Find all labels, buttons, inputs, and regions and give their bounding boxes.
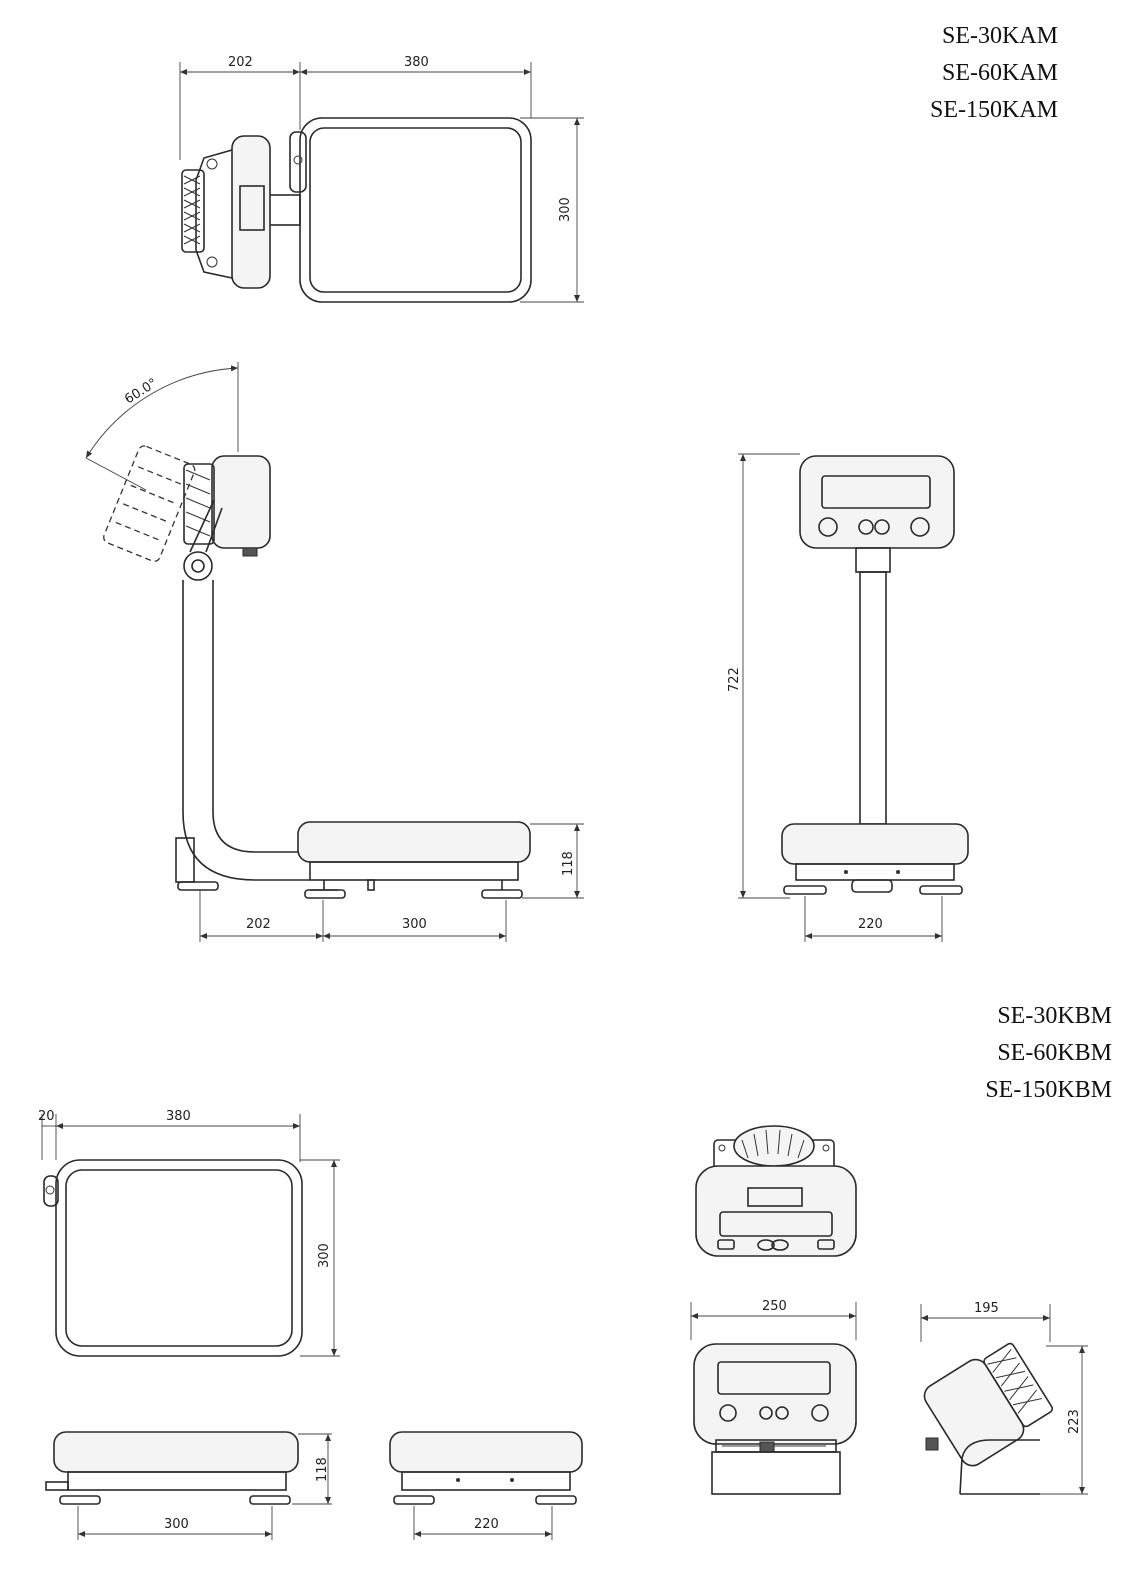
kbm-indicator-front-view: 250 <box>690 1299 857 1495</box>
dim-kam-side-offset: 202 <box>246 917 271 932</box>
model-label-se-60kam: SE-60KAM <box>941 60 1058 86</box>
model-label-se-150kam: SE-150KAM <box>929 97 1058 123</box>
kbm-side-view: 118 300 <box>45 1431 332 1540</box>
dim-kam-tilt-angle: 60.0° <box>122 376 160 408</box>
dim-kbm-side-height: 118 <box>315 1457 330 1482</box>
kbm-indicator-top-view <box>695 1125 857 1257</box>
kam-front-view: 722 220 <box>727 453 969 942</box>
model-label-se-60kbm: SE-60KBM <box>997 1040 1112 1066</box>
model-list-kam: SE-30KAM SE-60KAM SE-150KAM <box>930 18 1058 129</box>
model-list-kbm: SE-30KBM SE-60KBM SE-150KBM <box>985 998 1112 1109</box>
dim-kam-top-width: 380 <box>404 55 429 70</box>
model-label-se-150kbm: SE-150KBM <box>985 1077 1112 1103</box>
kam-side-view: 60.0° 202 300 <box>85 362 584 942</box>
model-label-se-30kbm: SE-30KBM <box>997 1003 1112 1029</box>
dim-kam-side-height: 118 <box>561 851 576 876</box>
dim-kbm-front-width: 220 <box>474 1517 499 1532</box>
dim-kbm-indicator-height: 223 <box>1067 1409 1082 1434</box>
kbm-front-view: 220 <box>389 1431 583 1540</box>
dim-kbm-top-width: 380 <box>166 1109 191 1124</box>
dim-kbm-top-depth: 300 <box>317 1243 332 1268</box>
dim-kbm-indicator-depth: 195 <box>974 1301 999 1316</box>
dim-kam-top-depth: 300 <box>558 197 573 222</box>
dim-kbm-indicator-width: 250 <box>762 1299 787 1314</box>
model-label-se-30kam: SE-30KAM <box>941 23 1058 49</box>
dim-kam-top-indicator: 202 <box>228 55 253 70</box>
kam-top-view: 202 380 300 <box>179 55 584 303</box>
dim-kam-total-height: 722 <box>727 667 742 692</box>
dim-kam-front-width: 220 <box>858 917 883 932</box>
kbm-indicator-side-view: 195 223 <box>920 1301 1088 1495</box>
dim-kbm-side-platform: 300 <box>164 1517 189 1532</box>
dim-kam-side-platform: 300 <box>402 917 427 932</box>
kbm-top-view: 20 380 300 <box>38 1109 340 1357</box>
dim-kbm-top-offset: 20 <box>38 1109 55 1124</box>
